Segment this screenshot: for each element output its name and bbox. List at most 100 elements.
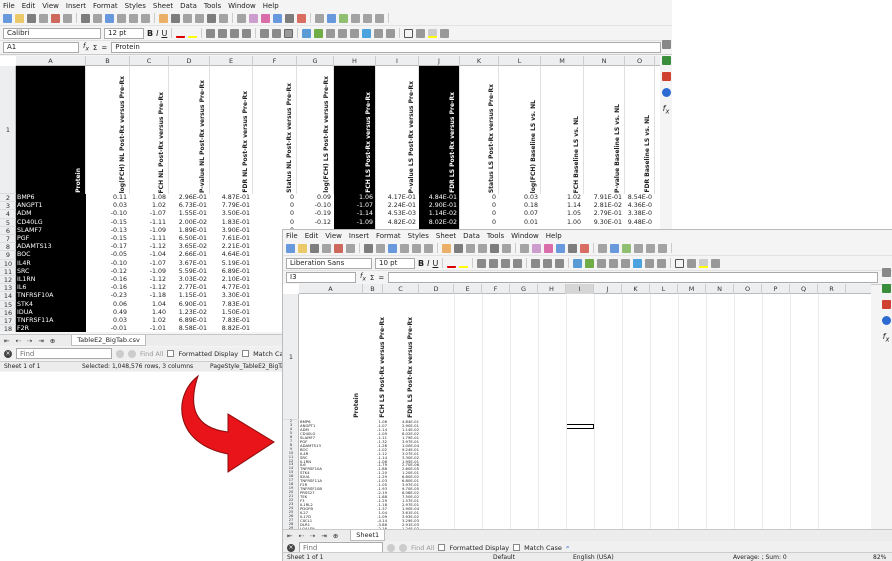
toolbar-tool-17-icon[interactable] <box>490 243 499 253</box>
value-cell[interactable]: -1.07 <box>334 202 373 211</box>
value-cell[interactable]: -1.11 <box>149 218 166 226</box>
protein-cell[interactable]: BMP6 <box>16 194 86 203</box>
value-cell[interactable]: -1.29 <box>377 475 387 480</box>
align-bottom-icon[interactable] <box>284 28 294 38</box>
menu-item-edit[interactable]: Edit <box>304 231 319 240</box>
toolbar-tool-30-icon[interactable] <box>658 243 667 253</box>
percent-icon[interactable] <box>609 258 619 268</box>
value-cell[interactable]: 6.50E-01 <box>178 235 207 242</box>
menu-item-window[interactable]: Window <box>228 1 256 10</box>
function-wizard-icon[interactable]: fx <box>360 272 366 283</box>
menu-item-file[interactable]: File <box>286 231 298 240</box>
value-cell[interactable]: 0.09 <box>316 194 331 201</box>
add-sheet-icon[interactable]: ⊕ <box>332 531 339 540</box>
font-size-box[interactable]: 12 pt <box>104 27 144 39</box>
toolbar-tool-6-icon[interactable] <box>63 13 72 23</box>
value-cell[interactable]: 2.24E-01 <box>387 202 416 210</box>
value-cell[interactable]: -2.16 <box>363 527 387 529</box>
menu-item-data[interactable]: Data <box>463 231 480 240</box>
value-cell[interactable]: 1.89E-01 <box>178 226 207 234</box>
toolbar-tool-2-icon[interactable] <box>15 13 24 23</box>
border-style-icon[interactable] <box>416 28 426 38</box>
value-cell[interactable]: 3.61E-01 <box>401 510 419 515</box>
value-cell[interactable]: 1.55E-01 <box>178 210 207 218</box>
value-cell[interactable]: -1.08 <box>377 459 387 464</box>
toolbar-tool-28-icon[interactable] <box>634 243 643 253</box>
toolbar-tool-15-icon[interactable] <box>466 243 475 253</box>
value-cell[interactable]: 0 <box>289 202 294 210</box>
protein-cell[interactable]: IL17D <box>300 514 311 519</box>
column-header-q[interactable]: Q <box>790 284 818 294</box>
value-cell[interactable]: 8.02E-02 <box>401 431 419 436</box>
value-cell[interactable]: 2.21E-01 <box>221 243 250 251</box>
value-cell[interactable]: 2.97E-01 <box>401 502 419 507</box>
toolbar-tool-15-icon[interactable] <box>183 13 192 23</box>
navigator-icon[interactable] <box>661 88 671 97</box>
column-header-h[interactable]: H <box>334 56 376 66</box>
font-color-icon[interactable] <box>176 29 186 38</box>
value-cell[interactable]: 6.89E-01 <box>221 267 250 275</box>
align-top-icon[interactable] <box>260 28 270 38</box>
highlight-color-icon[interactable] <box>459 259 469 268</box>
justify-icon[interactable] <box>513 258 523 268</box>
value-cell[interactable]: 0.01 <box>523 218 538 226</box>
decimal-add-icon[interactable] <box>645 258 655 268</box>
value-cell[interactable]: -1.88 <box>377 495 387 499</box>
toolbar-tool-24-icon[interactable] <box>580 243 589 253</box>
value-cell[interactable]: -0.12 <box>110 267 127 275</box>
merge-cells-icon[interactable] <box>585 258 595 268</box>
toolbar-tool-30-icon[interactable] <box>375 13 384 23</box>
value-cell[interactable]: 1.57E-01 <box>401 499 419 503</box>
value-cell[interactable]: -0.16 <box>110 276 127 283</box>
value-cell[interactable]: 7.61E-01 <box>221 235 250 242</box>
row-header[interactable]: 8 <box>289 442 293 447</box>
value-cell[interactable]: 1.08 <box>151 194 166 201</box>
value-cell[interactable]: -0.10 <box>110 259 127 267</box>
value-cell[interactable]: 0.06 <box>112 300 127 308</box>
value-cell[interactable]: -1.12 <box>149 276 166 283</box>
value-cell[interactable]: -1.09 <box>377 431 387 436</box>
value-cell[interactable]: 3.29E-03 <box>401 518 419 523</box>
row-header[interactable]: 23 <box>288 501 294 506</box>
align-center-icon[interactable] <box>489 258 499 268</box>
column-header-n[interactable]: N <box>584 56 625 66</box>
value-cell[interactable]: -1.37 <box>377 506 387 511</box>
merge-cells-icon[interactable] <box>314 28 324 38</box>
value-cell[interactable]: 8.02E-02 <box>419 218 457 227</box>
formatted-display-checkbox[interactable] <box>167 350 175 357</box>
toolbar-tool-4-icon[interactable] <box>39 13 48 23</box>
value-cell[interactable]: 3.30E-01 <box>221 292 250 300</box>
row-header[interactable]: 19 <box>288 486 294 491</box>
next-sheet-icon[interactable]: ⇢ <box>26 336 33 345</box>
column-header-e[interactable]: E <box>210 56 253 66</box>
value-cell[interactable]: -0.23 <box>110 292 127 300</box>
toolbar-tool-4-icon[interactable] <box>322 243 331 253</box>
row-header[interactable]: 16 <box>288 474 294 479</box>
value-cell[interactable]: 7.91E-01 <box>593 194 622 201</box>
protein-cell[interactable]: BOC <box>300 447 309 452</box>
protein-cell[interactable]: IL4R <box>16 259 86 268</box>
protein-cell[interactable]: ANGPT1 <box>16 202 86 211</box>
menu-item-insert[interactable]: Insert <box>65 1 86 10</box>
value-cell[interactable]: 2.00E-02 <box>178 218 207 226</box>
column-header-o[interactable]: O <box>625 56 655 66</box>
toolbar-tool-18-icon[interactable] <box>219 13 228 23</box>
align-right-icon[interactable] <box>230 28 240 38</box>
value-cell[interactable]: 0.11 <box>112 194 127 201</box>
value-cell[interactable]: 8.54E-0 <box>627 194 652 201</box>
value-cell[interactable]: 6.80E-02 <box>401 475 419 480</box>
value-cell[interactable]: 1.14E-02 <box>401 427 419 432</box>
protein-cell[interactable]: CXCL1 <box>300 518 313 523</box>
value-cell[interactable]: 0 <box>491 218 496 226</box>
menu-item-styles[interactable]: Styles <box>124 1 146 10</box>
close-find-icon[interactable]: × <box>4 349 12 358</box>
value-cell[interactable]: 4.36E-0 <box>627 202 652 210</box>
first-sheet-icon[interactable]: ⇤ <box>287 531 293 540</box>
align-middle-icon[interactable] <box>272 28 282 38</box>
value-cell[interactable]: -1.14 <box>334 210 373 219</box>
function-wizard-icon[interactable]: fx <box>83 42 89 53</box>
column-header-l[interactable]: L <box>499 56 541 66</box>
toolbar-tool-26-icon[interactable] <box>610 243 619 253</box>
sum-icon[interactable]: Σ <box>92 43 98 52</box>
